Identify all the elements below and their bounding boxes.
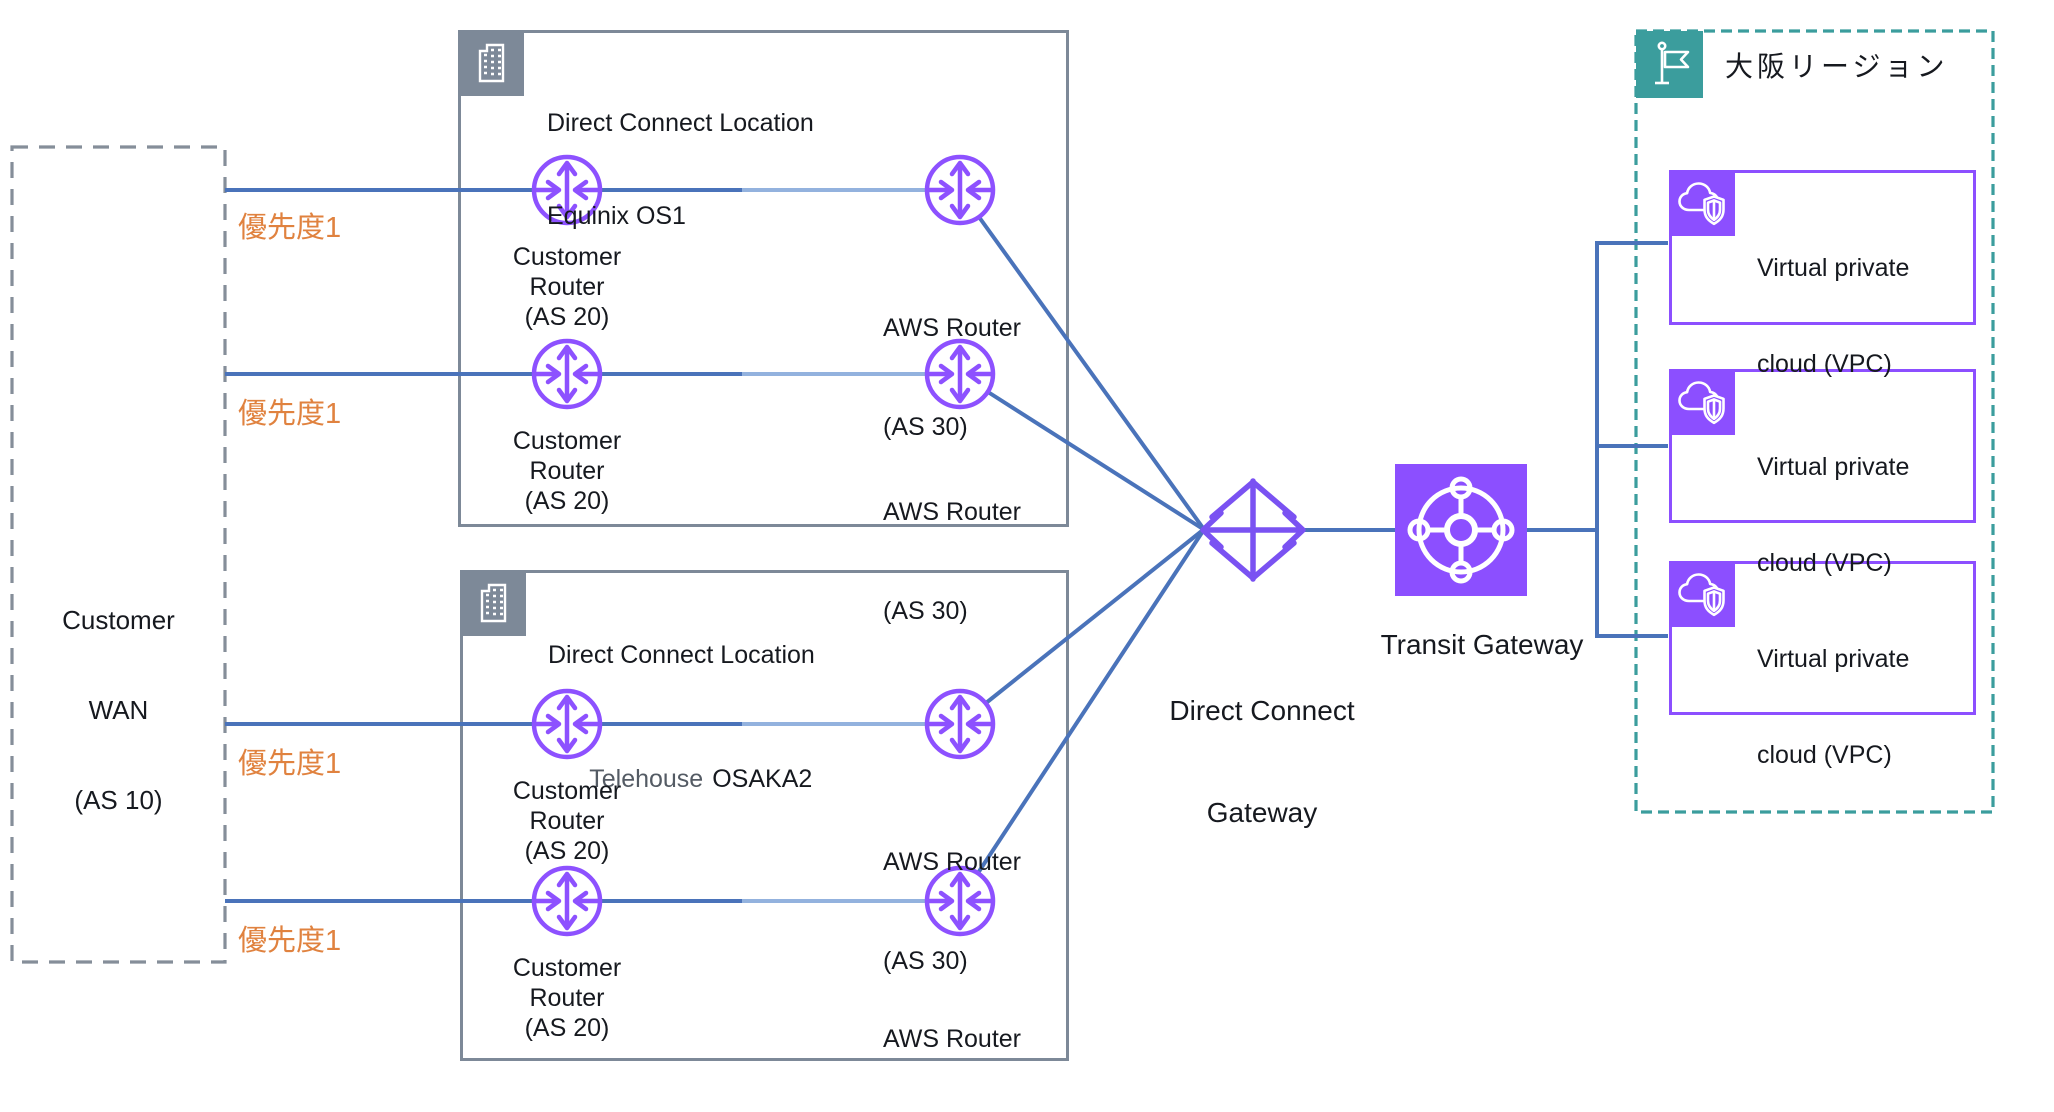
telehouse-name-rest: OSAKA2: [712, 765, 813, 793]
priority-label-3: 優先度1: [238, 748, 342, 780]
priority-label-2: 優先度1: [238, 398, 342, 430]
vpc3-label: Virtual private cloud (VPC): [1757, 645, 1910, 769]
telehouse-name-muted: Telehouse: [589, 765, 704, 793]
customer-wan-label: Customer WAN (AS 10): [62, 605, 175, 815]
osaka-region-label: 大阪リージョン: [1725, 51, 1949, 82]
priority-label-4: 優先度1: [238, 925, 342, 957]
region-flag-icon: [1636, 31, 1703, 98]
direct-connect-gateway-label: Direct Connect Gateway: [1169, 695, 1355, 828]
dx-location-equinix-box: [458, 30, 1069, 527]
direct-connect-gateway-icon: [1200, 478, 1306, 582]
transit-gateway-label: Transit Gateway: [1380, 629, 1584, 660]
aws-router-4-label: AWS Router (AS 30): [883, 1025, 1022, 1053]
dx-location-telehouse-box: [460, 570, 1069, 1061]
customer-router-3-label: Customer Router (AS 20): [512, 777, 622, 865]
customer-router-1-label: Customer Router (AS 20): [512, 243, 622, 331]
priority-label-1: 優先度1: [238, 212, 342, 244]
transit-gateway-icon: [1395, 464, 1527, 596]
customer-router-2-label: Customer Router (AS 20): [512, 427, 622, 515]
customer-router-4-label: Customer Router (AS 20): [512, 954, 622, 1042]
aws-router-2-label: AWS Router (AS 30): [883, 498, 1022, 625]
